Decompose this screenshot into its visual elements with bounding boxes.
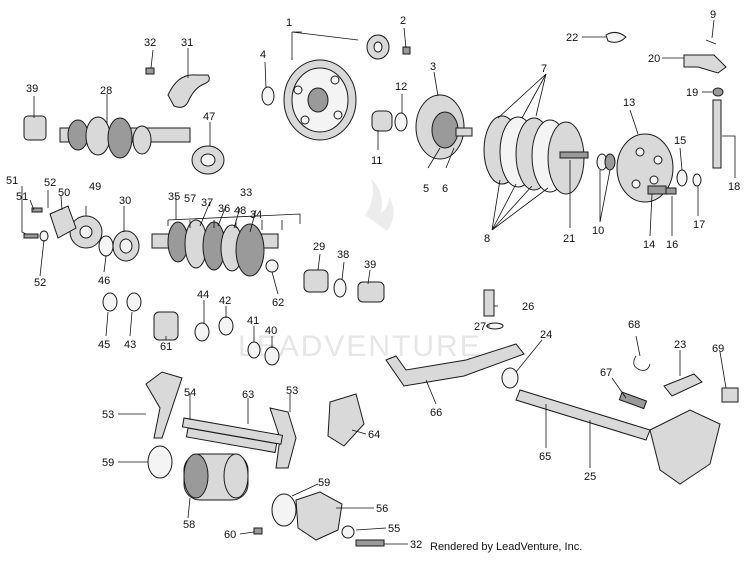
callout-64[interactable]: 64 — [368, 429, 380, 441]
callout-37[interactable]: 37 — [201, 197, 213, 209]
callout-28[interactable]: 28 — [100, 85, 112, 97]
callout-36[interactable]: 36 — [218, 203, 230, 215]
leader-lines — [21, 19, 736, 545]
clutch-lever-drawing — [683, 54, 727, 74]
callout-58[interactable]: 58 — [183, 519, 195, 531]
callout-12[interactable]: 12 — [395, 81, 407, 93]
shift-fork-drawing — [145, 371, 183, 439]
callout-48[interactable]: 48 — [234, 205, 246, 217]
callout-60[interactable]: 60 — [224, 529, 236, 541]
shift-drum-drawing — [183, 453, 249, 501]
shift-arm-drawing — [649, 409, 721, 485]
callout-59-left[interactable]: 59 — [102, 457, 114, 469]
clutch-housing-drawing — [283, 59, 357, 141]
callout-23[interactable]: 23 — [674, 339, 686, 351]
callout-68[interactable]: 68 — [628, 319, 640, 331]
callout-35[interactable]: 35 — [168, 191, 180, 203]
callout-46[interactable]: 46 — [98, 275, 110, 287]
callout-63[interactable]: 63 — [242, 389, 254, 401]
callout-65[interactable]: 65 — [539, 451, 551, 463]
callout-62[interactable]: 62 — [272, 297, 284, 309]
callout-21[interactable]: 21 — [563, 233, 575, 245]
callout-18[interactable]: 18 — [728, 181, 740, 193]
callout-17[interactable]: 17 — [693, 219, 705, 231]
callout-15[interactable]: 15 — [674, 135, 686, 147]
callout-34[interactable]: 34 — [250, 209, 262, 221]
callout-3[interactable]: 3 — [430, 61, 436, 73]
callout-29[interactable]: 29 — [313, 241, 325, 253]
callout-49[interactable]: 49 — [89, 181, 101, 193]
callout-39-left[interactable]: 39 — [26, 83, 38, 95]
callout-30[interactable]: 30 — [119, 195, 131, 207]
callout-14[interactable]: 14 — [643, 239, 655, 251]
callout-22[interactable]: 22 — [566, 32, 578, 44]
callout-57[interactable]: 57 — [184, 193, 196, 205]
callout-31[interactable]: 31 — [181, 37, 193, 49]
callout-52-top[interactable]: 52 — [44, 177, 56, 189]
callout-43[interactable]: 43 — [124, 339, 136, 351]
callout-27[interactable]: 27 — [474, 321, 486, 333]
callout-47[interactable]: 47 — [203, 111, 215, 123]
callout-25[interactable]: 25 — [584, 471, 596, 483]
callout-9[interactable]: 9 — [710, 9, 716, 21]
callout-41[interactable]: 41 — [247, 315, 259, 327]
callout-61[interactable]: 61 — [160, 341, 172, 353]
callout-11[interactable]: 11 — [371, 155, 382, 167]
bracket-drawing — [167, 74, 210, 108]
callout-42[interactable]: 42 — [219, 295, 231, 307]
callout-32-bottom[interactable]: 32 — [410, 539, 422, 551]
callout-8[interactable]: 8 — [484, 233, 490, 245]
callout-13[interactable]: 13 — [623, 97, 635, 109]
callout-53-left[interactable]: 53 — [102, 409, 114, 421]
callout-55[interactable]: 55 — [388, 523, 400, 535]
callout-67[interactable]: 67 — [600, 367, 612, 379]
callout-59-bottom[interactable]: 59 — [318, 477, 330, 489]
callout-numbers: 1 2 3 4 5 6 7 8 9 10 11 12 13 14 15 16 1… — [6, 9, 740, 551]
nut-drawing — [402, 46, 411, 55]
needle-bearing-drawing — [23, 115, 47, 141]
callout-40[interactable]: 40 — [265, 325, 277, 337]
callout-51-top[interactable]: 51 — [6, 175, 18, 187]
pressure-plate-drawing — [616, 133, 674, 203]
callout-66[interactable]: 66 — [430, 407, 442, 419]
callout-24[interactable]: 24 — [540, 329, 552, 341]
callout-10[interactable]: 10 — [592, 225, 604, 237]
callout-52-bottom[interactable]: 52 — [34, 277, 46, 289]
part-drawings — [23, 31, 739, 547]
callout-4[interactable]: 4 — [260, 49, 266, 61]
main-shaft-drawing — [59, 116, 191, 159]
callout-44[interactable]: 44 — [197, 289, 209, 301]
callout-33[interactable]: 33 — [240, 187, 252, 199]
callout-16[interactable]: 16 — [666, 239, 678, 251]
callout-2[interactable]: 2 — [400, 15, 406, 27]
callout-32[interactable]: 32 — [144, 37, 156, 49]
shift-cam-drawing — [295, 491, 343, 541]
callout-7[interactable]: 7 — [541, 63, 547, 75]
credit-text: Rendered by LeadVenture, Inc. — [430, 541, 583, 553]
callout-69[interactable]: 69 — [712, 343, 724, 355]
callout-26[interactable]: 26 — [522, 301, 534, 313]
callout-6[interactable]: 6 — [442, 183, 448, 195]
callout-19[interactable]: 19 — [686, 87, 698, 99]
callout-38[interactable]: 38 — [337, 249, 349, 261]
clutch-plates-drawing — [483, 115, 585, 195]
callout-1[interactable]: 1 — [286, 17, 292, 29]
countershaft-drawing — [151, 219, 279, 277]
kick-lever-drawing — [385, 343, 525, 387]
callout-20[interactable]: 20 — [648, 53, 660, 65]
washer-drawing — [261, 86, 275, 106]
callout-50[interactable]: 50 — [58, 187, 70, 199]
callout-39-right[interactable]: 39 — [364, 259, 376, 271]
callout-56[interactable]: 56 — [376, 503, 388, 515]
callout-54[interactable]: 54 — [184, 387, 196, 399]
callout-45[interactable]: 45 — [98, 339, 110, 351]
callout-5[interactable]: 5 — [423, 183, 429, 195]
shift-shaft-drawing — [515, 389, 651, 441]
callout-51-bottom[interactable]: 51 — [16, 191, 28, 203]
callout-53-right[interactable]: 53 — [286, 385, 298, 397]
